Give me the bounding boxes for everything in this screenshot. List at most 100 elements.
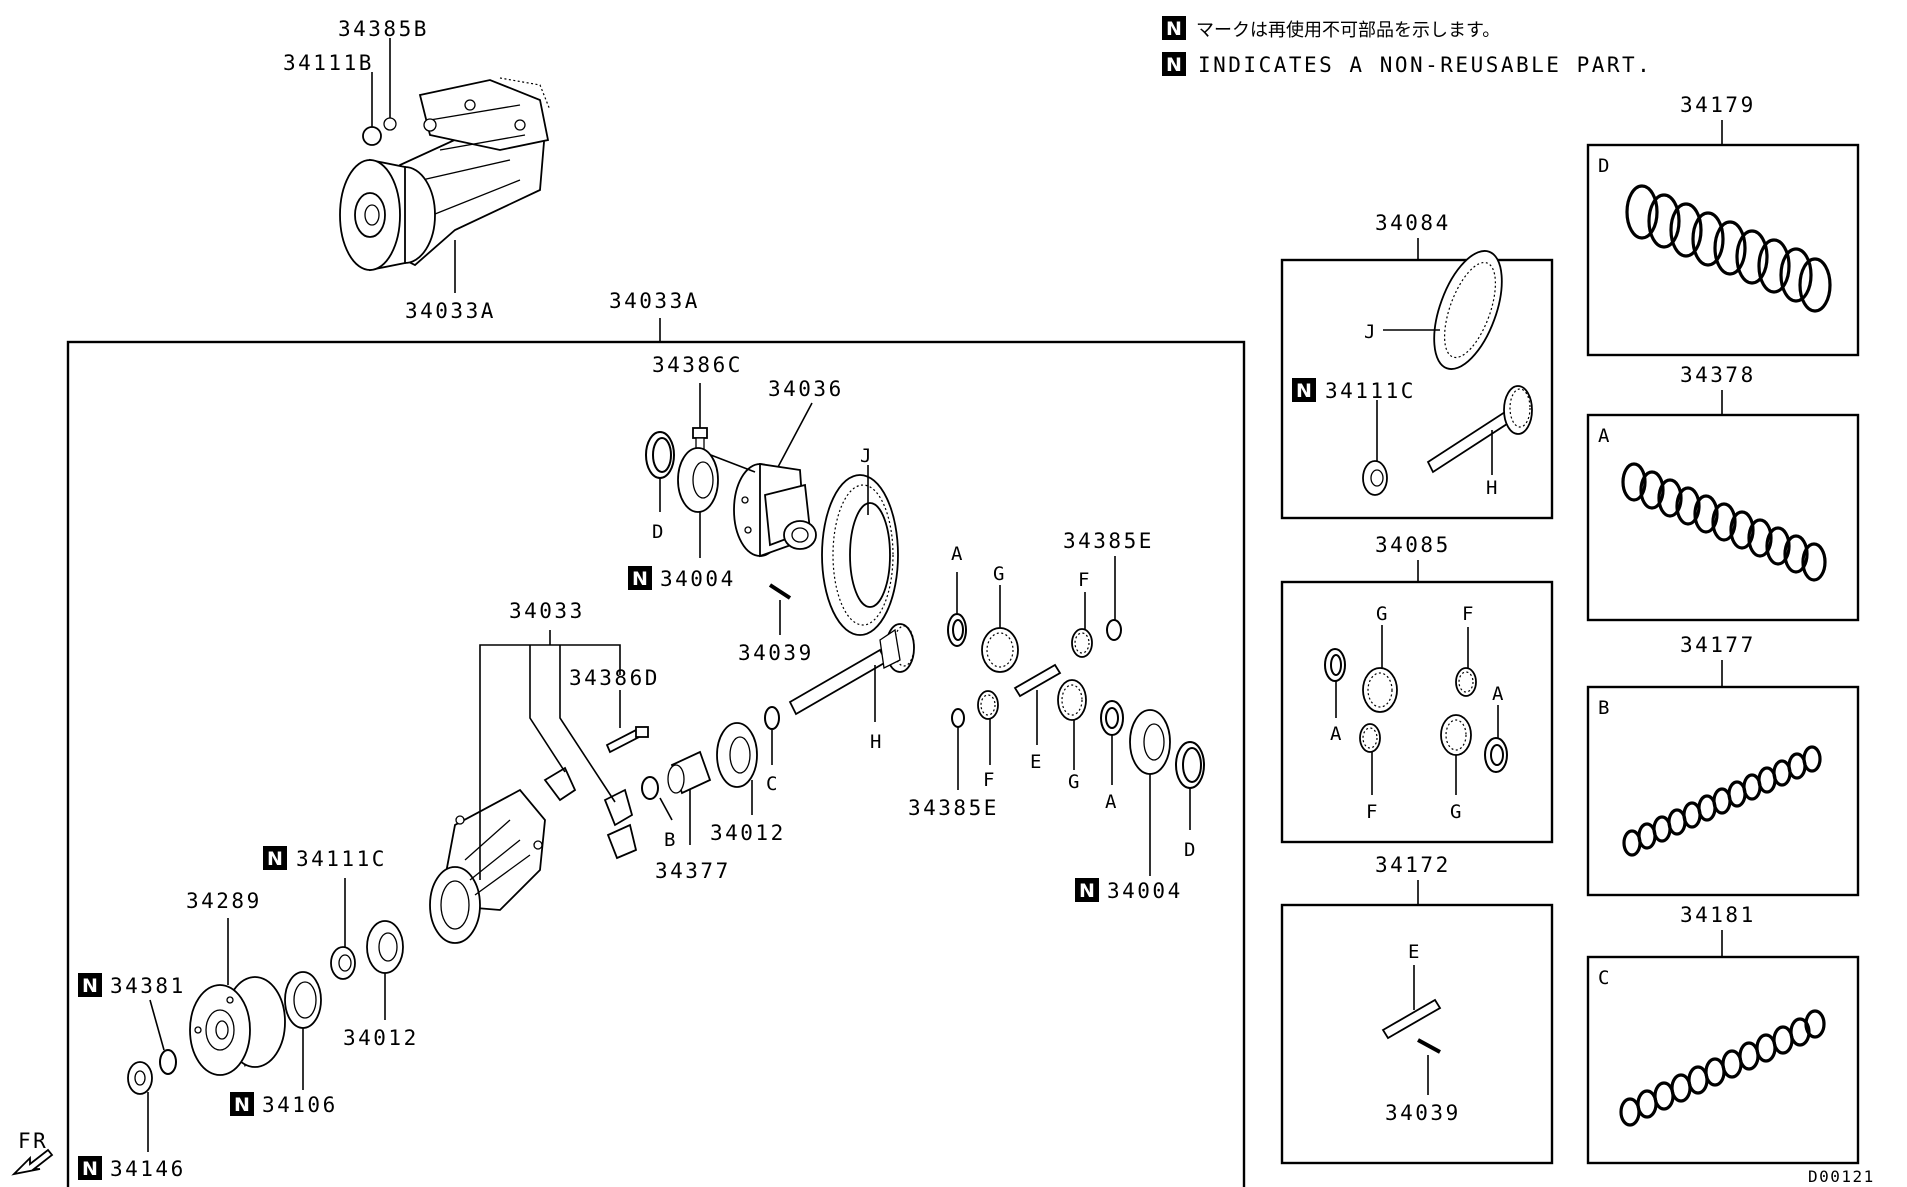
letter-F-lower: F — [983, 769, 994, 791]
kit-34177[interactable]: 34177 B — [1586, 633, 1860, 897]
label-34004-right: 34004 — [1107, 879, 1183, 903]
label-34033A-box: 34033A — [609, 289, 700, 313]
letter-A-upper: A — [951, 543, 963, 565]
label-34386D: 34386D — [569, 666, 660, 690]
o-ring-34381[interactable]: N 34381 — [78, 973, 186, 1075]
non-reusable-marker-icon — [263, 846, 287, 870]
label-34012-mid: 34012 — [710, 821, 786, 845]
label-34106: 34106 — [262, 1093, 338, 1117]
kit-34084[interactable]: 34084 J H N 34111C — [1280, 211, 1554, 520]
kit-number-34172: 34172 — [1375, 853, 1451, 877]
svg-text:N: N — [267, 848, 283, 870]
kit-letter-34181: C — [1598, 967, 1609, 989]
side-gear-G-lower[interactable]: G — [1057, 679, 1087, 793]
differential-assembly-top[interactable]: 34385B 34111B 34033A — [283, 17, 551, 323]
svg-text:N: N — [1296, 380, 1312, 402]
letter-J-ringgear: J — [860, 445, 871, 467]
spacer-34377[interactable]: 34377 — [655, 750, 731, 883]
letter-G-kit-upper: G — [1376, 603, 1387, 625]
label-34039: 34039 — [738, 641, 814, 665]
oil-seal-34106[interactable]: N 34106 — [230, 971, 338, 1117]
bearing-34012-low[interactable]: 34012 — [343, 920, 419, 1050]
carrier-34033[interactable]: 34033 — [429, 599, 638, 944]
drive-pinion-H[interactable]: H — [788, 623, 915, 753]
legend-text-jp: マークは再使用不可部品を示します。 — [1196, 20, 1500, 41]
non-reusable-marker-icon — [628, 566, 652, 590]
svg-text:N: N — [82, 975, 98, 997]
washer-A-lower[interactable]: A — [1100, 700, 1124, 813]
bolt-34386D[interactable]: 34386D — [569, 666, 660, 754]
washer-A-upper[interactable]: A — [947, 543, 967, 647]
letter-E: E — [1030, 751, 1041, 773]
label-34385E-bot: 34385E — [908, 796, 999, 820]
svg-text:N: N — [82, 1158, 98, 1180]
kit-letter-34378: A — [1598, 425, 1610, 447]
kit-34179[interactable]: 34179 D — [1586, 93, 1860, 357]
letter-E-kit: E — [1408, 941, 1419, 963]
bearing-34004-right[interactable]: N 34004 — [1075, 709, 1183, 903]
legend: N マークは再使用不可部品を示します。 N INDICATES A NON-RE… — [1162, 16, 1652, 77]
ring-gear-J[interactable]: J — [821, 445, 899, 636]
label-34033A-top: 34033A — [405, 299, 496, 323]
companion-flange-34289[interactable]: 34289 — [186, 889, 286, 1076]
snap-ring-D-right[interactable]: D — [1175, 741, 1205, 861]
letter-H-kit: H — [1486, 477, 1497, 499]
label-34146: 34146 — [110, 1157, 186, 1181]
shim-C[interactable]: C — [764, 706, 780, 795]
label-34111C: 34111C — [296, 847, 387, 871]
washer-34385E-lower[interactable]: 34385E — [908, 708, 999, 820]
label-34033: 34033 — [509, 599, 585, 623]
pin-34039[interactable]: 34039 — [738, 583, 814, 665]
kit-number-34085: 34085 — [1375, 533, 1451, 557]
label-34386C: 34386C — [652, 353, 743, 377]
letter-A-kit-right: A — [1492, 683, 1504, 705]
pinion-gear-F-lower[interactable]: F — [977, 690, 999, 791]
bearing-34004-top[interactable]: N 34004 — [628, 447, 736, 591]
label-34111B: 34111B — [283, 51, 374, 75]
letter-G-upper: G — [993, 563, 1004, 585]
letter-D-right: D — [1184, 839, 1195, 861]
snap-ring-D-top[interactable]: D — [645, 431, 675, 543]
front-direction-indicator: FR — [11, 1129, 54, 1176]
letter-F-kit-lower: F — [1366, 801, 1377, 823]
shaft-E[interactable]: E — [1013, 663, 1062, 773]
non-reusable-marker-icon — [1292, 378, 1316, 402]
kit-34085[interactable]: 34085 A G F F G A — [1280, 533, 1554, 844]
non-reusable-marker-icon — [78, 973, 102, 997]
kit-number-34181: 34181 — [1680, 903, 1756, 927]
kit-sub-34111C: 34111C — [1325, 379, 1416, 403]
legend-marker-en: N — [1166, 54, 1182, 76]
exploded-view: 34033A 34386C 34036 J — [11, 289, 1246, 1187]
exploded-view-frame — [66, 340, 1246, 1187]
kit-34172[interactable]: 34172 E 34039 — [1280, 853, 1554, 1165]
kit-number-34378: 34378 — [1680, 363, 1756, 387]
nut-34111C[interactable]: N 34111C — [263, 846, 387, 980]
label-34012-low: 34012 — [343, 1026, 419, 1050]
letter-B: B — [664, 829, 675, 851]
letter-J-kit: J — [1364, 321, 1375, 343]
non-reusable-marker-icon — [1075, 878, 1099, 902]
letter-D-top: D — [652, 521, 663, 543]
kit-34181[interactable]: 34181 C — [1586, 903, 1860, 1165]
label-34381: 34381 — [110, 974, 186, 998]
non-reusable-marker-icon — [1162, 16, 1186, 40]
letter-A-lower: A — [1105, 791, 1117, 813]
legend-text-en: INDICATES A NON-REUSABLE PART. — [1198, 53, 1652, 77]
differential-case-34036[interactable]: 34036 — [702, 377, 844, 558]
kit-34378[interactable]: 34378 A — [1586, 363, 1860, 622]
non-reusable-marker-icon — [1162, 52, 1186, 76]
shim-B[interactable]: B — [641, 776, 675, 851]
non-reusable-marker-icon — [78, 1156, 102, 1180]
pinion-gear-F-upper[interactable]: F — [1071, 569, 1093, 658]
letter-G-lower: G — [1068, 771, 1079, 793]
washer-34146[interactable]: N 34146 — [78, 1061, 186, 1181]
bearing-34012-mid[interactable]: 34012 — [710, 722, 786, 845]
side-gear-G-upper[interactable]: G — [981, 563, 1019, 673]
svg-text:N: N — [1079, 880, 1095, 902]
washer-34385E-upper[interactable]: 34385E — [1063, 529, 1154, 641]
kit-sub-34039: 34039 — [1385, 1101, 1461, 1125]
letter-A-kit-left: A — [1330, 723, 1342, 745]
bolt-34386C[interactable]: 34386C — [652, 353, 743, 453]
svg-text:N: N — [234, 1094, 250, 1116]
